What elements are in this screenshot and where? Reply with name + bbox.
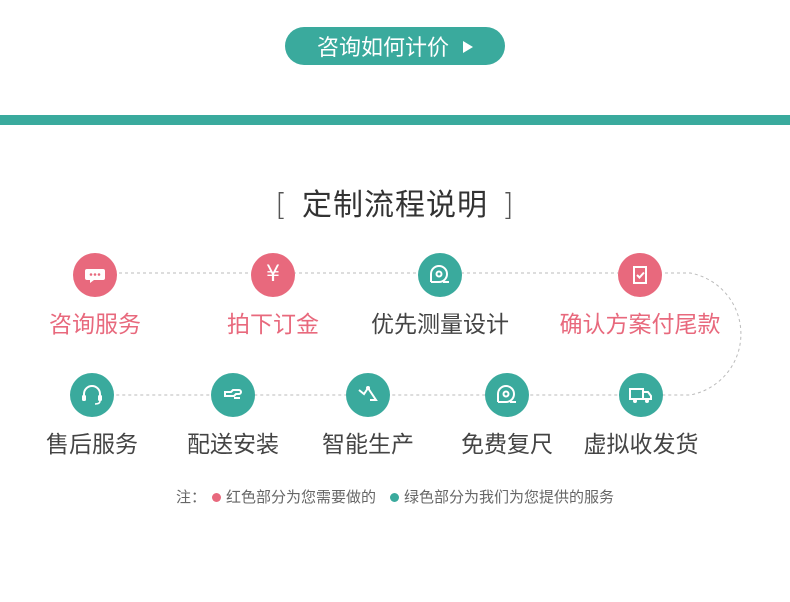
checklist-icon — [618, 253, 662, 297]
tape-measure-icon — [418, 253, 462, 297]
bracket-right: ] — [502, 188, 515, 223]
legend-note: 注： 红色部分为您需要做的 绿色部分为我们为您提供的服务 — [0, 486, 790, 507]
tape-measure-icon — [485, 373, 529, 417]
step-label: 售后服务 — [46, 432, 138, 458]
truck-icon — [619, 373, 663, 417]
step-confirm-pay: 确认方案付尾款 — [555, 253, 725, 339]
section-divider — [0, 115, 790, 125]
step-smart-production: 智能生产 — [283, 373, 453, 459]
green-dot-icon — [390, 492, 399, 502]
step-label: 确认方案付尾款 — [559, 312, 721, 338]
headset-icon — [70, 373, 114, 417]
consult-pricing-button[interactable]: 咨询如何计价 — [285, 27, 505, 65]
wrench-icon — [211, 373, 255, 417]
yen-icon: ¥ — [251, 253, 295, 297]
consult-pricing-label: 咨询如何计价 — [316, 36, 449, 61]
section-title-text: 定制流程说明 — [302, 188, 488, 223]
note-red-text: 红色部分为您需要做的 — [225, 488, 376, 506]
step-deposit: ¥ 拍下订金 — [188, 253, 358, 339]
step-after-sales: 售后服务 — [7, 373, 177, 459]
step-delivery-install: 配送安装 — [148, 373, 318, 459]
section-title: [ 定制流程说明] — [0, 180, 790, 224]
step-label: 咨询服务 — [49, 312, 141, 338]
chat-bubble-icon — [73, 253, 117, 297]
step-measure-design: 优先测量设计 — [355, 253, 525, 339]
machine-arm-icon — [346, 373, 390, 417]
step-label: 虚拟收发货 — [583, 432, 699, 458]
bracket-left: [ — [275, 188, 288, 223]
step-free-remeasure: 免费复尺 — [422, 373, 592, 459]
step-label: 配送安装 — [187, 432, 279, 458]
step-label: 免费复尺 — [461, 432, 553, 458]
step-label: 智能生产 — [322, 432, 414, 458]
step-label: 优先测量设计 — [371, 312, 509, 338]
note-green-text: 绿色部分为我们为您提供的服务 — [404, 488, 615, 506]
step-virtual-shipping: 虚拟收发货 — [556, 373, 726, 459]
step-label: 拍下订金 — [227, 312, 319, 338]
red-dot-icon — [211, 492, 221, 502]
note-prefix: 注： — [175, 488, 206, 506]
play-arrow-icon — [463, 40, 473, 53]
step-consult: 咨询服务 — [10, 253, 180, 339]
